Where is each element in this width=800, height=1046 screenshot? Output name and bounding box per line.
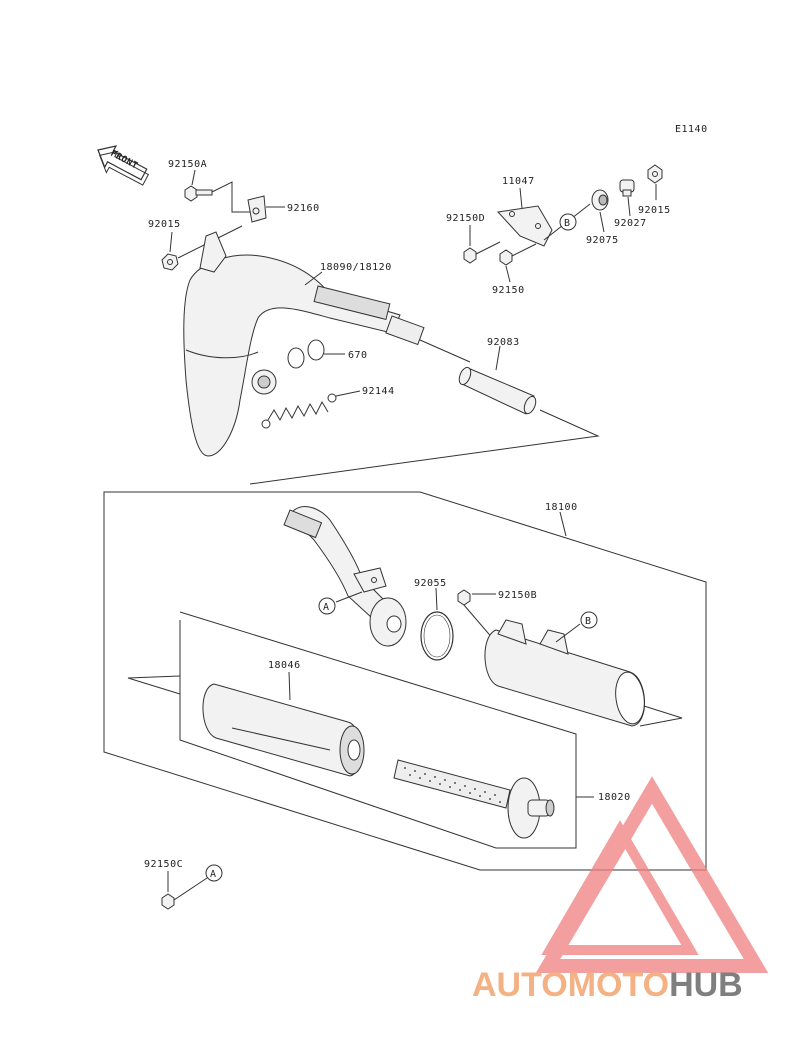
perforated-insert-18020-icon xyxy=(393,759,555,839)
reference-code: E1140 xyxy=(675,124,708,135)
bolt-92150a-icon xyxy=(184,185,213,202)
spring-92144-icon xyxy=(261,393,337,429)
part-label-18020: 18020 xyxy=(598,792,631,803)
part-label-92015-left: 92015 xyxy=(148,219,181,230)
part-label-92144: 92144 xyxy=(362,386,395,397)
front-arrow-icon xyxy=(97,145,150,186)
part-label-92083: 92083 xyxy=(487,337,520,348)
callout-b-top: B xyxy=(559,213,577,231)
watermark-text: AUTOMOTOHUB xyxy=(472,966,743,1004)
bolt-92150b-icon xyxy=(457,589,495,641)
part-label-92150: 92150 xyxy=(492,285,525,296)
expansion-chamber-icon xyxy=(183,231,425,457)
callout-a-inlet: A xyxy=(318,597,336,615)
callout-b-shell: B xyxy=(580,611,598,629)
o-rings-670-icon xyxy=(287,339,325,369)
bolt-92150d-icon xyxy=(463,241,501,264)
part-label-92075: 92075 xyxy=(586,235,619,246)
inner-assembly-frame xyxy=(179,611,577,849)
part-label-18090-18120: 18090/18120 xyxy=(320,262,392,273)
watermark-logo-icon xyxy=(535,776,769,973)
part-label-18046: 18046 xyxy=(268,660,301,671)
part-label-92150b: 92150B xyxy=(498,590,537,601)
part-label-92150a: 92150A xyxy=(168,159,207,170)
callout-a-bolt: A xyxy=(205,864,223,882)
svg-text:A: A xyxy=(210,869,217,880)
part-label-92055: 92055 xyxy=(414,578,447,589)
core-tube-18046-icon xyxy=(202,683,365,777)
part-label-92150d: 92150D xyxy=(446,213,485,224)
bolt-92150c-icon xyxy=(161,883,199,910)
sleeve-92083-icon xyxy=(458,366,537,415)
gasket-92055-icon xyxy=(420,611,454,661)
part-label-670: 670 xyxy=(348,350,368,361)
part-label-92015-right: 92015 xyxy=(638,205,671,216)
part-label-11047: 11047 xyxy=(502,176,535,187)
bracket-92160-icon xyxy=(247,195,267,223)
nut-92015-left-icon xyxy=(161,253,179,271)
collar-92027-icon xyxy=(619,179,635,197)
part-label-92160: 92160 xyxy=(287,203,320,214)
bolt-92150-icon xyxy=(499,243,537,266)
part-label-18100: 18100 xyxy=(545,502,578,513)
svg-text:A: A xyxy=(323,602,330,613)
svg-text:B: B xyxy=(564,218,571,229)
part-label-92150c: 92150C xyxy=(144,859,183,870)
silencer-shell-icon xyxy=(484,619,645,727)
part-label-92027: 92027 xyxy=(614,218,647,229)
bracket-11047-icon xyxy=(496,205,553,247)
inlet-pipe-icon xyxy=(283,506,407,647)
grommet-92075-icon xyxy=(591,189,609,211)
svg-text:B: B xyxy=(585,616,592,627)
nut-92015-right-icon xyxy=(647,164,663,184)
